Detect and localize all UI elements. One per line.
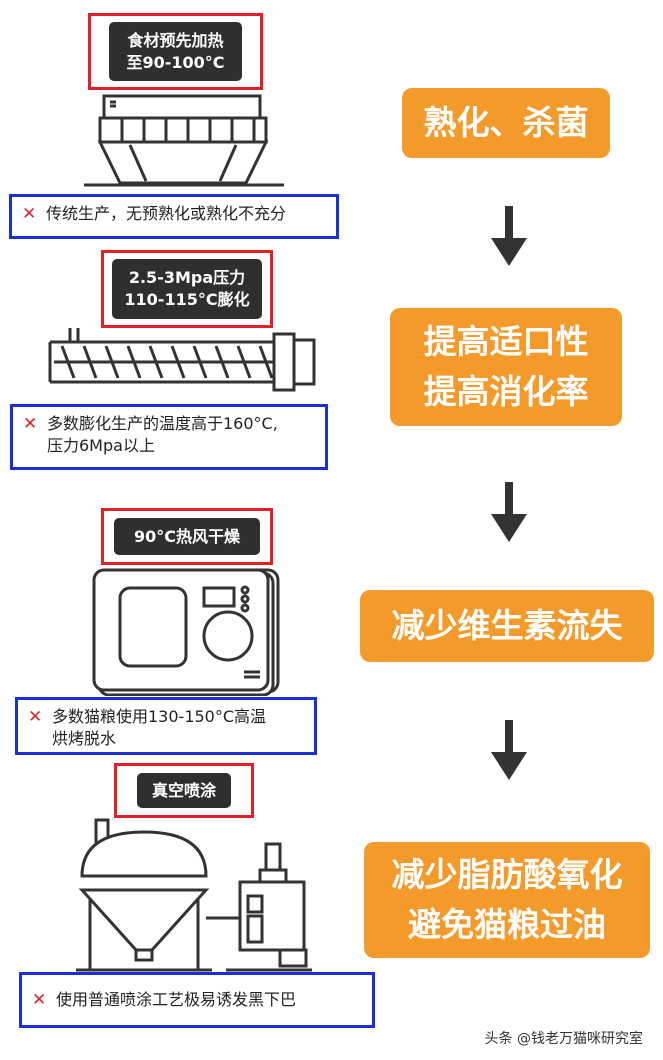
extruder-icon — [48, 328, 316, 392]
step4-problem-box: ✕ 使用普通喷涂工艺极易诱发黑下巴 — [19, 972, 375, 1028]
step3-benefit: 减少维生素流失 — [360, 590, 654, 662]
step2-problem-box: ✕ 多数膨化生产的温度高于160°C, 压力6Mpa以上 — [10, 404, 328, 470]
down-arrow-icon — [491, 206, 527, 266]
step2-label-frame: 2.5-3Mpa压力 110-115°C膨化 — [101, 250, 273, 328]
step4-label-line1: 真空喷涂 — [151, 780, 216, 800]
step4-benefit-line2: 避免猫粮过油 — [408, 905, 606, 944]
step4-label: 真空喷涂 — [137, 773, 231, 808]
step1-label-line1: 食材预先加热 — [127, 30, 224, 50]
down-arrow-icon — [491, 720, 527, 780]
step1-label-frame: 食材预先加热 至90-100°C — [88, 13, 263, 90]
step2-benefit-line1: 提高适口性 — [423, 322, 589, 361]
step4-benefit-line1: 减少脂肪酸氧化 — [391, 855, 623, 894]
vacuum-coater-icon — [76, 818, 312, 972]
step3-problem-line1: 多数猫粮使用130-150°C高温 — [52, 707, 267, 726]
down-arrow-icon — [491, 482, 527, 542]
step1-label: 食材预先加热 至90-100°C — [109, 22, 242, 81]
step3-problem-box: ✕ 多数猫粮使用130-150°C高温 烘烤脱水 — [15, 697, 317, 755]
step4-label-frame: 真空喷涂 — [114, 763, 254, 818]
step1-benefit-line1: 熟化、杀菌 — [423, 103, 589, 142]
step1-problem-line1: 传统生产，无预熟化或熟化不充分 — [46, 204, 287, 223]
dryer-icon — [92, 568, 280, 696]
step4-problem-line1: 使用普通喷涂工艺极易诱发黑下巴 — [56, 990, 297, 1009]
step2-benefit: 提高适口性 提高消化率 — [390, 308, 622, 426]
step4-benefit: 减少脂肪酸氧化 避免猫粮过油 — [364, 842, 650, 958]
step1-benefit: 熟化、杀菌 — [402, 88, 610, 158]
step2-label-line2: 110-115°C膨化 — [124, 290, 250, 309]
cooker-machine-icon — [84, 94, 284, 187]
step3-benefit-line1: 减少维生素流失 — [391, 606, 623, 645]
step1-problem-box: ✕ 传统生产，无预熟化或熟化不充分 — [9, 194, 339, 239]
x-icon: ✕ — [22, 204, 37, 224]
x-icon: ✕ — [23, 414, 38, 434]
footer-watermark: 头条 @钱老万猫咪研究室 — [484, 1031, 643, 1047]
step3-problem-line2: 烘烤脱水 — [52, 729, 117, 748]
x-icon: ✕ — [32, 990, 47, 1010]
step2-problem-line1: 多数膨化生产的温度高于160°C, — [47, 414, 278, 433]
step2-benefit-line2: 提高消化率 — [423, 372, 589, 411]
step2-problem-line2: 压力6Mpa以上 — [47, 436, 155, 455]
step3-label-frame: 90°C热风干燥 — [101, 508, 273, 565]
step1-label-line2: 至90-100°C — [126, 52, 225, 72]
step2-label: 2.5-3Mpa压力 110-115°C膨化 — [112, 259, 262, 319]
step3-label: 90°C热风干燥 — [114, 518, 260, 555]
step2-label-line1: 2.5-3Mpa压力 — [128, 268, 246, 287]
step3-label-line1: 90°C热风干燥 — [133, 526, 240, 546]
x-icon: ✕ — [28, 707, 43, 727]
